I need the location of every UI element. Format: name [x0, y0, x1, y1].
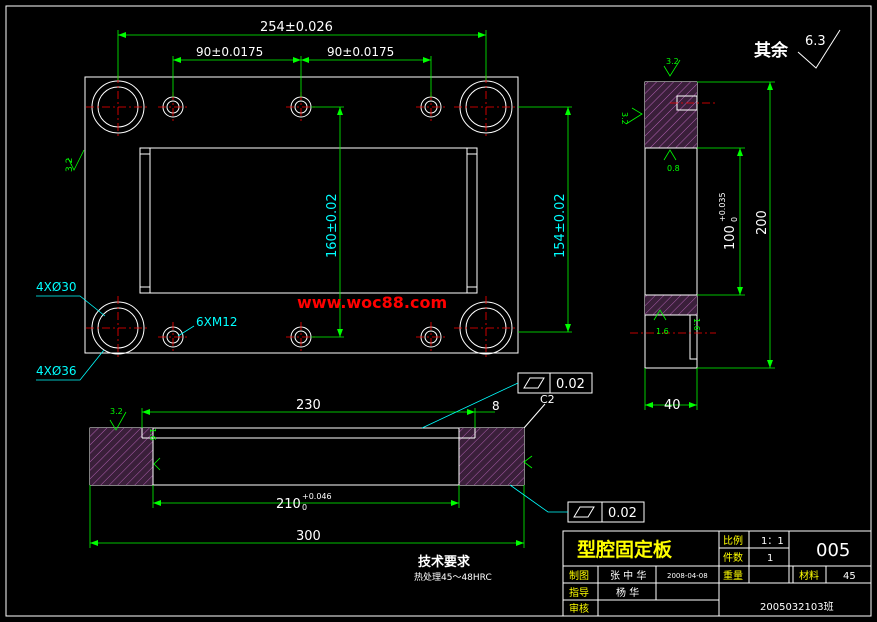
watermark: www.woc88.com	[297, 293, 447, 312]
roughness-section-right	[523, 455, 533, 469]
side-view: 40 200 100 +0.035 0 3.2 3.2 0.8 1.6	[620, 29, 841, 413]
callout-6xm12: 6XM12	[196, 315, 237, 329]
dim-210: 210	[276, 497, 301, 512]
svg-text:45: 45	[843, 571, 856, 582]
dim-90-left: 90±0.0175	[196, 45, 263, 59]
svg-text:0.02: 0.02	[556, 377, 585, 392]
dim-230: 230	[296, 398, 321, 413]
flatness-tolerance-1: 0.02	[421, 372, 593, 429]
svg-text:审核: 审核	[569, 602, 589, 615]
dim-154: 154±0.02	[553, 193, 568, 258]
callout-4x036: 4XØ36	[36, 364, 77, 378]
svg-text:其余: 其余	[754, 40, 789, 61]
svg-text:指导: 指导	[569, 586, 589, 599]
svg-text:张 中 华: 张 中 华	[610, 569, 646, 582]
dim-c2: C2	[540, 393, 555, 406]
plate-outline	[84, 76, 519, 354]
guide-hole-bl	[86, 296, 150, 360]
roughness-symbol-left: 3.2	[65, 149, 85, 172]
svg-text:2008-04-08: 2008-04-08	[667, 572, 708, 580]
svg-text:1：1: 1：1	[761, 536, 784, 547]
tapped-hole-4	[158, 322, 188, 352]
svg-text:比例: 比例	[723, 534, 743, 547]
roughness-side-left: 3.2	[620, 107, 643, 125]
dim-200: 200	[755, 210, 770, 235]
dim-40: 40	[664, 398, 681, 413]
dim-8: 8	[492, 399, 500, 413]
drawing-border	[5, 5, 872, 617]
svg-text:1.6: 1.6	[656, 327, 669, 336]
dim-254: 254±0.026	[260, 20, 333, 35]
svg-text:件数: 件数	[723, 551, 743, 564]
class-id: 2005032103班	[760, 601, 834, 613]
svg-text:1: 1	[767, 553, 773, 564]
roughness-side-08: 0.8	[663, 149, 680, 173]
drawing-number: 005	[816, 540, 850, 561]
dim-100: 100	[723, 225, 738, 250]
roughness-side-top: 3.2	[663, 57, 681, 77]
flatness-tolerance-2: 0.02	[509, 484, 645, 523]
guide-hole-br	[454, 296, 518, 360]
svg-text:+0.046: +0.046	[302, 492, 332, 501]
tech-note: 热处理45～48HRC	[414, 571, 492, 583]
guide-hole-tl	[86, 75, 150, 139]
tech-title: 技术要求	[418, 554, 471, 570]
dim-90-right: 90±0.0175	[327, 45, 394, 59]
svg-text:3.2: 3.2	[65, 158, 75, 172]
callout-4x030: 4XØ30	[36, 280, 77, 294]
svg-text:重量: 重量	[723, 569, 743, 582]
svg-text:3.2: 3.2	[666, 57, 679, 66]
svg-text:0.02: 0.02	[608, 506, 637, 521]
svg-text:材料: 材料	[799, 569, 819, 582]
dim-300: 300	[296, 529, 321, 544]
roughness-section-16: 1.6	[148, 428, 161, 471]
svg-text:杨 华: 杨 华	[616, 586, 639, 599]
svg-text:1.6: 1.6	[692, 318, 701, 331]
guide-hole-tr	[454, 75, 518, 139]
section-view: 230 8 C2 210 +0.046 0 300 3.2 1.6	[89, 372, 645, 548]
top-view: 254±0.026 90±0.0175 90±0.0175 160±0.02 1…	[36, 20, 572, 381]
roughness-side-16b: 1.6	[692, 318, 701, 331]
dim-160: 160±0.02	[325, 193, 340, 258]
svg-text:0: 0	[302, 503, 307, 512]
svg-text:3.2: 3.2	[620, 112, 629, 125]
svg-text:0: 0	[730, 217, 739, 222]
svg-text:6.3: 6.3	[805, 34, 826, 49]
roughness-section-top: 3.2	[109, 407, 127, 431]
title-block: 型腔固定板 比例 1：1 件数 1 005 制图 张 中 华 2008-04-0…	[562, 530, 872, 617]
svg-text:制图: 制图	[569, 569, 589, 582]
svg-text:+0.035: +0.035	[718, 192, 727, 222]
tapped-hole-6	[416, 322, 446, 352]
svg-text:1.6: 1.6	[148, 428, 157, 441]
svg-text:0.8: 0.8	[667, 164, 680, 173]
part-name: 型腔固定板	[577, 538, 673, 561]
roughness-rest: 其余 6.3	[754, 29, 841, 69]
cavity-pocket	[139, 147, 478, 294]
svg-text:3.2: 3.2	[110, 407, 123, 416]
roughness-side-16a: 1.6	[653, 309, 669, 336]
